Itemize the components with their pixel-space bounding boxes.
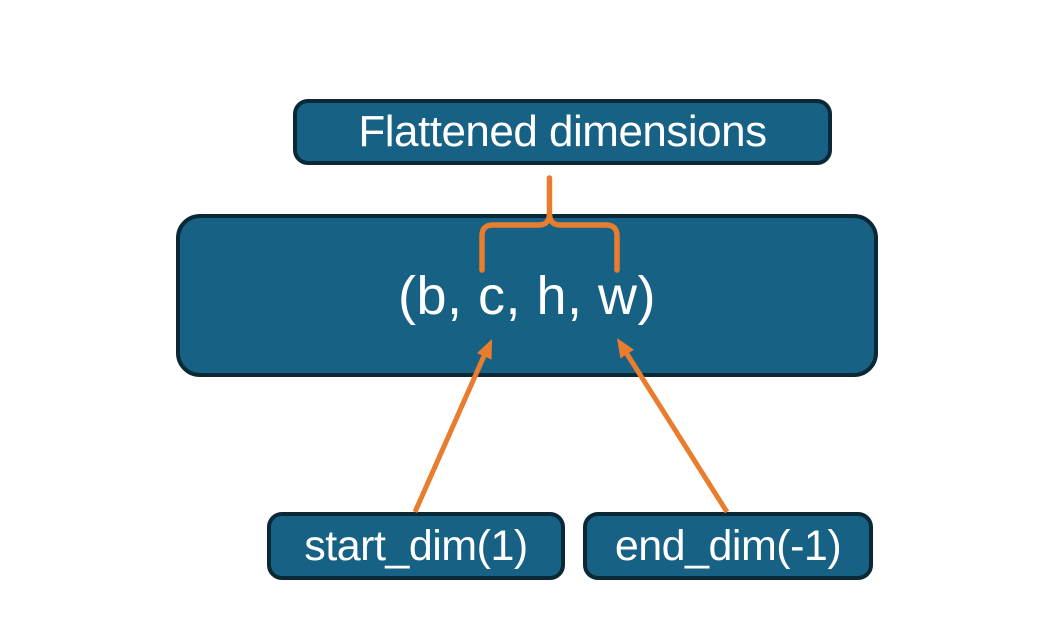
end-dim-label: end_dim(-1) xyxy=(614,521,842,570)
tensor-shape-node: (b, c, h, w) xyxy=(176,214,878,377)
start-dim-arrow-shaft xyxy=(412,354,487,514)
start-dim-label: start_dim(1) xyxy=(304,521,528,570)
end-dim-arrow-shaft xyxy=(624,352,730,514)
tensor-shape-label: (b, c, h, w) xyxy=(397,265,657,326)
flattened-dimensions-label: Flattened dimensions xyxy=(358,107,767,156)
flattened-dimensions-node: Flattened dimensions xyxy=(293,99,832,165)
end-dim-node: end_dim(-1) xyxy=(583,512,873,580)
start-dim-node: start_dim(1) xyxy=(267,512,565,580)
